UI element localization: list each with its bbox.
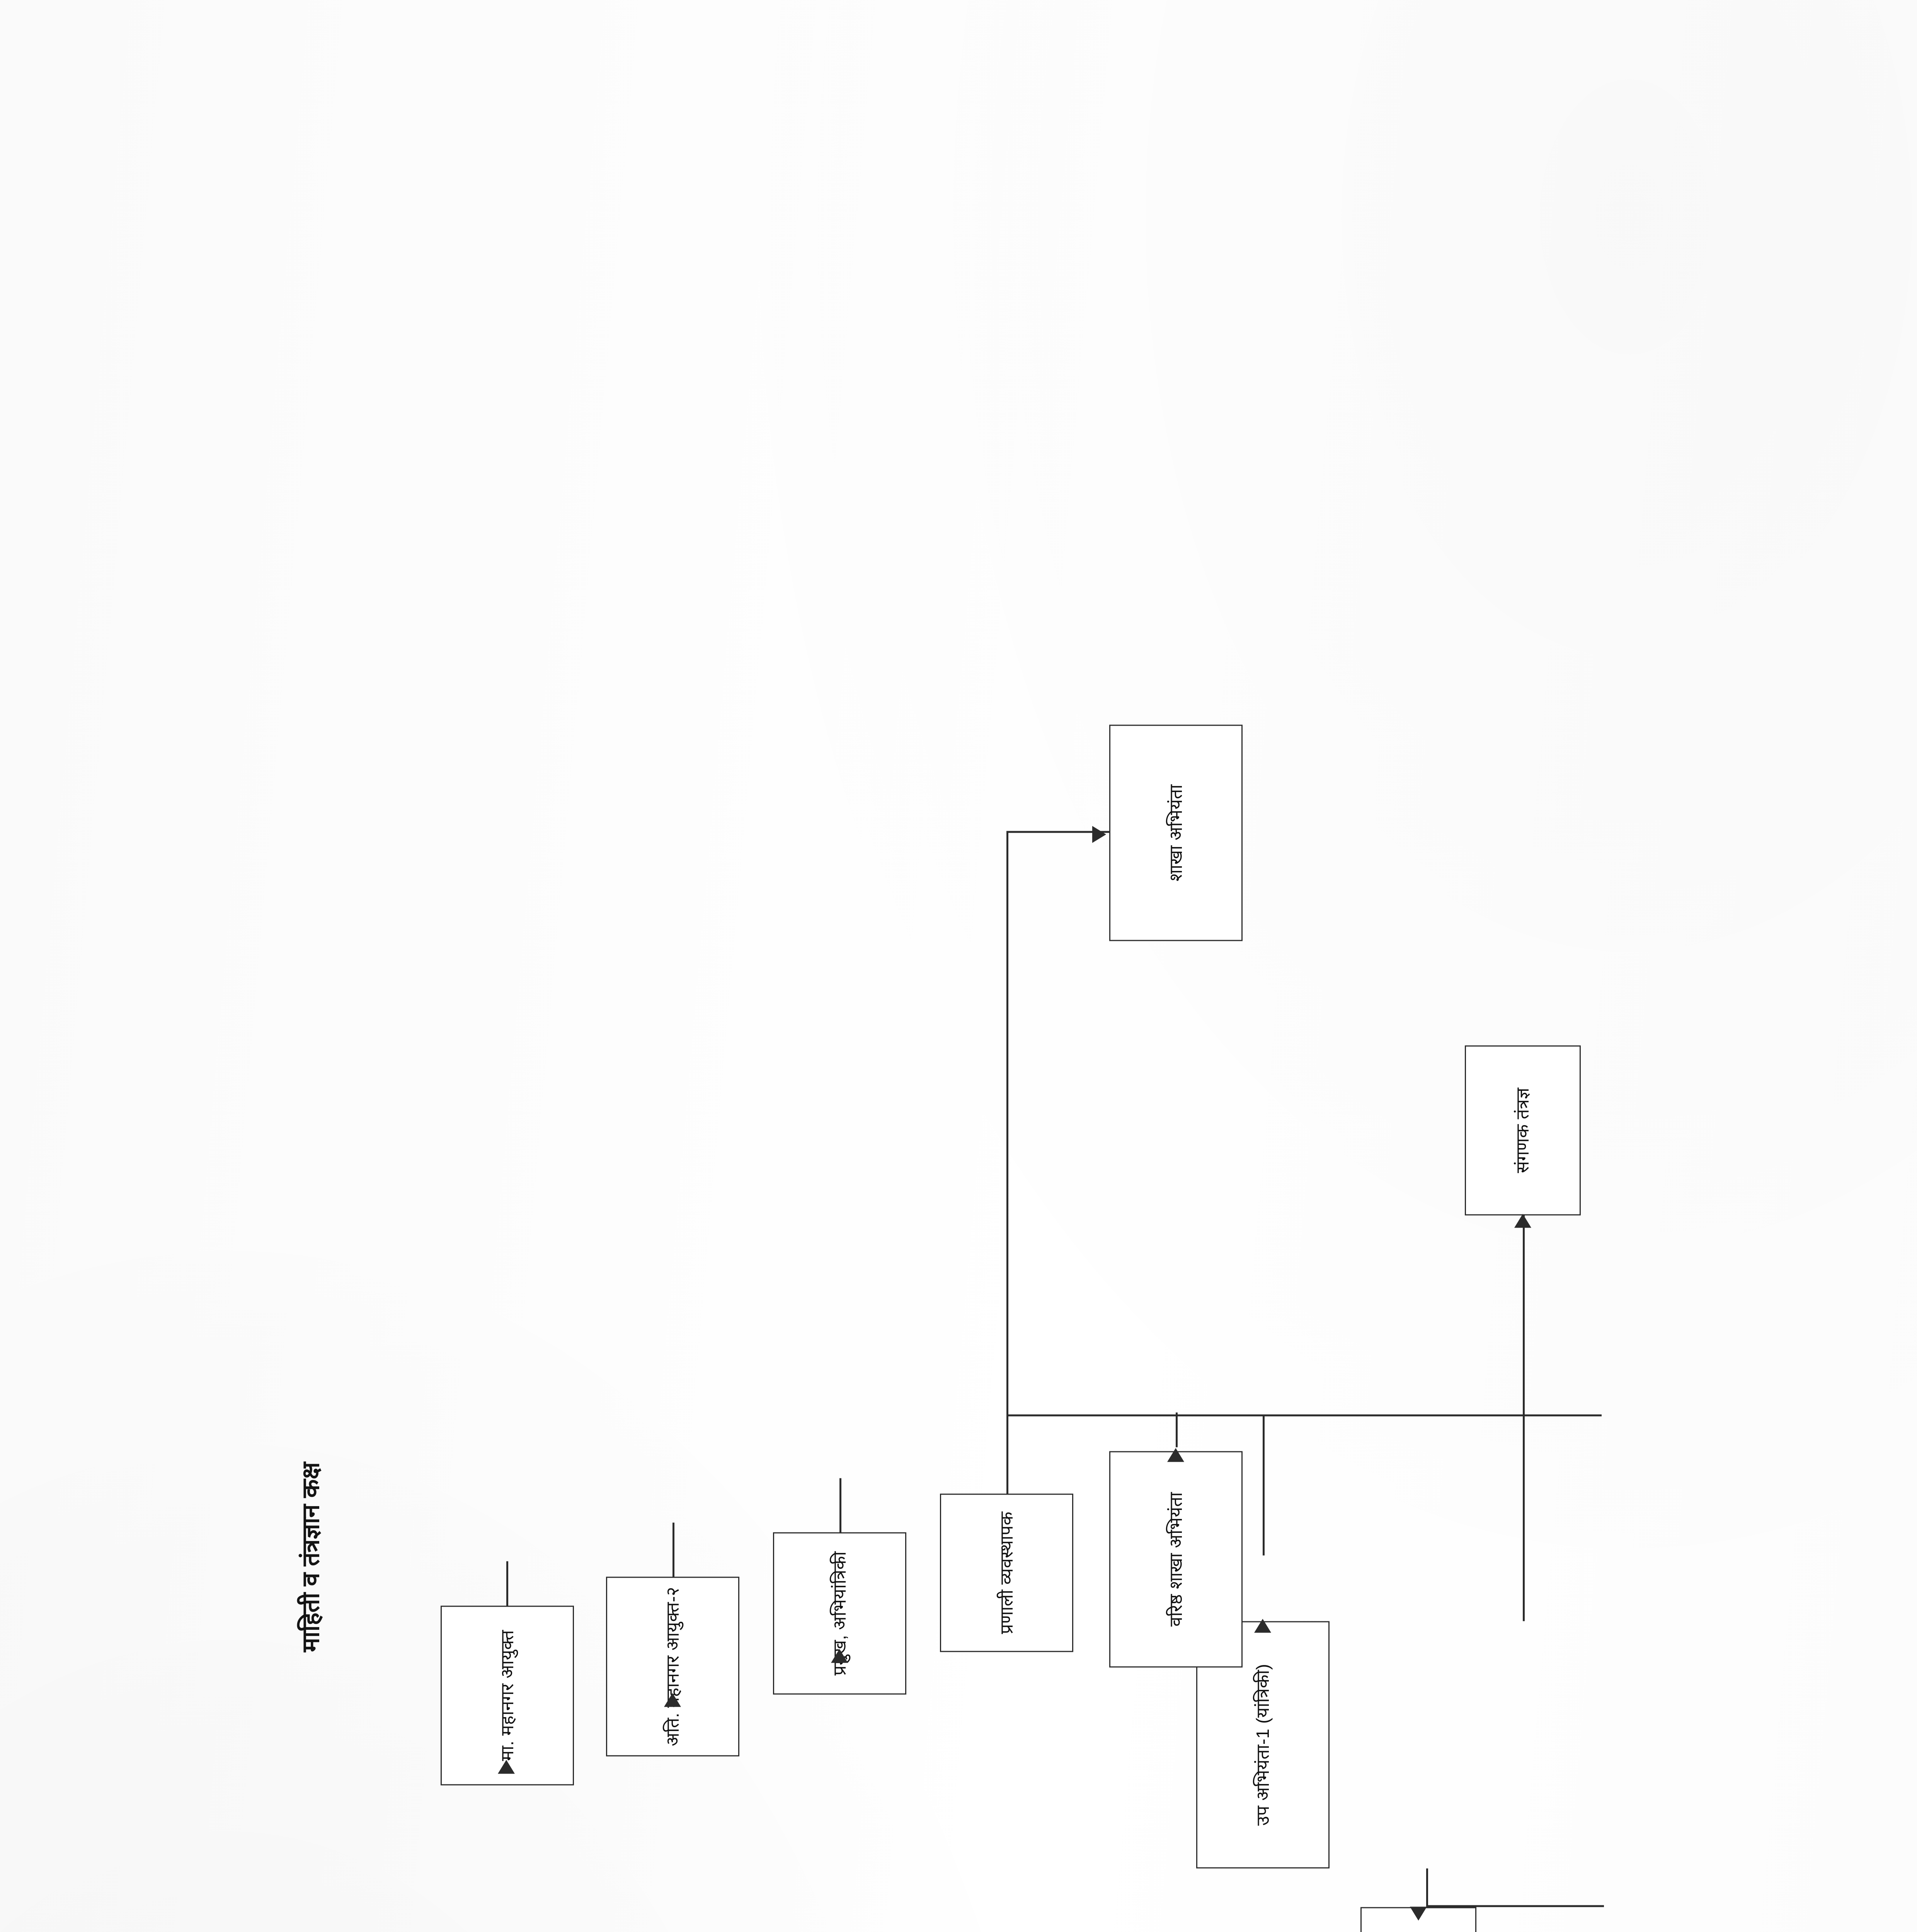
edge-line-commissioner-to-addl xyxy=(506,1561,508,1605)
node-municipal-commissioner[interactable]: मा. महानगर आयुक्त xyxy=(441,1605,574,1785)
edge-arrow-trunk-to-senior-branch-engineer xyxy=(1167,1448,1184,1462)
node-head-engineering[interactable]: प्रमुख, अभियांत्रिकी xyxy=(773,1532,906,1694)
edge-trunk-vertical xyxy=(1006,1414,1602,1416)
edge-line-deputy-to-assistant-office-officer xyxy=(1426,1868,1428,1907)
edge-arrow-deputy-to-computer-technician xyxy=(1514,1214,1531,1228)
edge-line-trunk-to-branch-engineer xyxy=(1006,831,1008,1416)
edge-arrow-trunk-to-branch-engineer xyxy=(1092,826,1106,843)
edge-line-sysmanager-trunk xyxy=(1006,1416,1008,1493)
page-title: माहिती व तंत्रज्ञान कक्ष xyxy=(298,1462,324,1652)
edge-arrow-deputy-to-assistant-office-officer xyxy=(1410,1906,1427,1920)
edge-line-head-to-sysmanager xyxy=(839,1478,841,1532)
node-system-manager[interactable]: प्रणाली व्यवस्थापक xyxy=(940,1493,1073,1652)
edge-arrow-commissioner-to-addl xyxy=(498,1760,515,1774)
edge-arrow-head-to-sysmanager xyxy=(831,1649,848,1663)
node-branch-engineer[interactable]: शाखा अभियंता xyxy=(1109,724,1243,941)
edge-line-deputy-to-computer-technician xyxy=(1523,1215,1525,1621)
node-addl-municipal-commissioner-2[interactable]: अति. महानगर आयुक्त-२ xyxy=(606,1577,739,1756)
node-computer-technician[interactable]: संगणक तंत्रज्ञ xyxy=(1465,1045,1581,1215)
edge-arrow-trunk-to-deputy-engineer xyxy=(1254,1619,1271,1633)
edge-line-addl-to-head xyxy=(672,1522,674,1577)
edge-line-trunk-to-senior-branch-engineer xyxy=(1176,1412,1178,1447)
node-senior-branch-engineer[interactable]: वरिष्ठ शाखा अभियंता xyxy=(1109,1451,1243,1667)
edge-arrow-addl-to-head xyxy=(664,1693,681,1707)
edge-line-trunk-to-deputy-engineer xyxy=(1263,1414,1265,1555)
edge-subtrunk-vertical-deputy-engineer xyxy=(1426,1905,1604,1907)
